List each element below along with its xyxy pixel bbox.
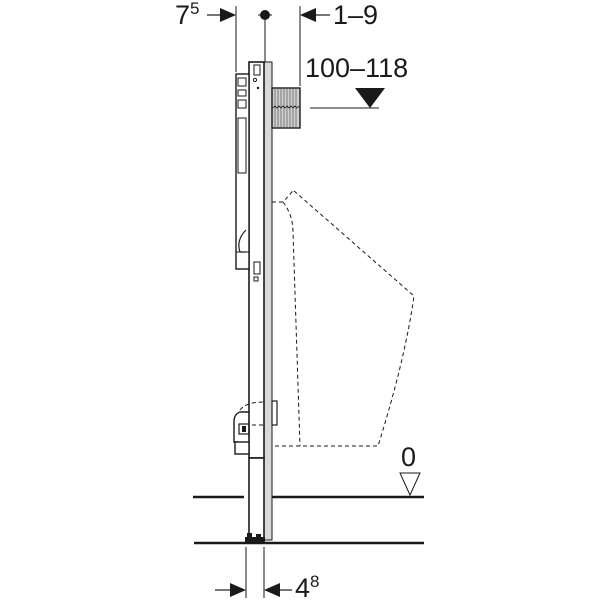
level-triangle-outline-icon <box>399 472 421 497</box>
label-foot-width-sup: 8 <box>310 572 320 591</box>
drain-fitting <box>233 400 278 455</box>
foot-plate <box>245 533 265 543</box>
arrow-left-icon <box>264 583 280 597</box>
height-marker <box>310 88 385 109</box>
label-left-offset: 75 <box>175 0 200 30</box>
arrow-right-icon <box>220 8 236 22</box>
level-triangle-filled-icon <box>355 88 385 108</box>
dimension-foot-width <box>215 547 292 598</box>
arrow-left-icon <box>300 8 316 22</box>
flush-connection-sleeve <box>271 87 301 129</box>
tube-fittings <box>252 64 261 282</box>
arrow-right-icon <box>230 583 246 597</box>
label-right-offset: 1–9 <box>333 0 379 30</box>
frame-foot <box>248 457 265 541</box>
mounting-panel <box>263 61 273 541</box>
frame-tube <box>248 61 265 459</box>
label-left-offset-sup: 5 <box>190 0 200 18</box>
urinal-outline <box>271 189 415 447</box>
label-foot-width-base: 4 <box>295 573 311 603</box>
centerline-mark <box>258 10 272 62</box>
side-bracket <box>235 73 250 270</box>
label-foot-width: 48 <box>295 572 320 603</box>
label-floor-level: 0 <box>401 442 417 472</box>
dimension-right-offset <box>299 6 330 86</box>
floor-level-marker <box>399 472 421 497</box>
label-left-offset-base: 7 <box>175 0 191 30</box>
dimension-left-offset <box>207 6 237 72</box>
label-height-range: 100–118 <box>305 53 409 83</box>
